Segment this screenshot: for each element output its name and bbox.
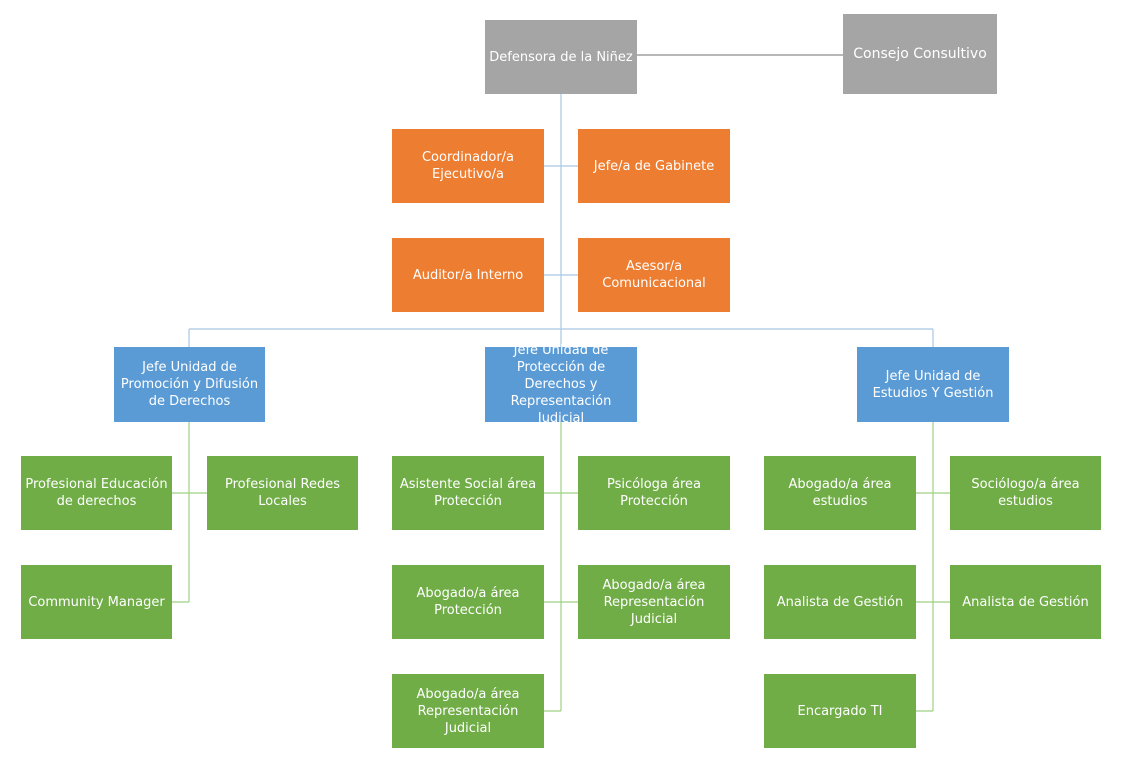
node-abogado-representacion-2-label: Abogado/a área Representación Judicial [416,686,520,736]
node-encargado-ti-label: Encargado TI [797,703,883,719]
node-jefe-proteccion-label: Jefe Unidad de Protección de Derechos y … [510,343,612,426]
node-auditor: Auditor/a Interno [392,238,544,312]
node-sociologo-label: Sociólogo/a área estudios [971,477,1080,509]
node-analista-gestion-1: Analista de Gestión [764,565,916,639]
node-asistente-social-label: Asistente Social área Protección [399,477,537,509]
node-psicologa: Psicóloga área Protección [578,456,730,530]
node-abogado-estudios-label: Abogado/a área estudios [788,477,892,509]
node-profesional-educacion: Profesional Educación de derechos [21,456,172,530]
node-defensora: Defensora de la Niñez [485,20,637,94]
node-jefe-estudios-label: Jefe Unidad de Estudios Y Gestión [872,368,994,401]
node-abogado-proteccion-label: Abogado/a área Protección [416,586,520,618]
node-coordinador-label: Coordinador/a Ejecutivo/a [421,150,515,182]
node-sociologo: Sociólogo/a área estudios [950,456,1101,530]
node-jefe-gabinete: Jefe/a de Gabinete [578,129,730,203]
node-abogado-representacion-1: Abogado/a área Representación Judicial [578,565,730,639]
node-defensora-label: Defensora de la Niñez [489,49,633,65]
node-consejo-consultivo: Consejo Consultivo [843,14,997,94]
node-gabinete-label: Jefe/a de Gabinete [593,158,715,174]
node-abogado-proteccion: Abogado/a área Protección [392,565,544,639]
node-consejo-label: Consejo Consultivo [853,45,987,62]
node-abogado-estudios: Abogado/a área estudios [764,456,916,530]
node-asistente-social: Asistente Social área Protección [392,456,544,530]
node-jefe-promocion: Jefe Unidad de Promoción y Difusión de D… [114,347,265,422]
node-auditor-label: Auditor/a Interno [412,267,524,283]
node-analista-gestion-1-label: Analista de Gestión [776,594,904,610]
node-encargado-ti: Encargado TI [764,674,916,748]
node-profesional-educacion-label: Profesional Educación de derechos [25,477,168,509]
node-psicologa-label: Psicóloga área Protección [606,477,701,509]
node-coordinador: Coordinador/a Ejecutivo/a [392,129,544,203]
node-profesional-redes-label: Profesional Redes Locales [225,477,340,509]
node-jefe-proteccion: Jefe Unidad de Protección de Derechos y … [485,343,637,426]
node-community-manager-label: Community Manager [28,594,165,610]
node-jefe-promocion-label: Jefe Unidad de Promoción y Difusión de D… [120,360,259,409]
node-abogado-representacion-1-label: Abogado/a área Representación Judicial [602,577,706,627]
node-community-manager: Community Manager [21,565,172,639]
node-asesor-label: Asesor/a Comunicacional [602,259,706,291]
node-jefe-estudios: Jefe Unidad de Estudios Y Gestión [857,347,1009,422]
node-analista-gestion-2-label: Analista de Gestión [962,594,1089,610]
node-analista-gestion-2: Analista de Gestión [950,565,1101,639]
node-profesional-redes: Profesional Redes Locales [207,456,358,530]
node-abogado-representacion-2: Abogado/a área Representación Judicial [392,674,544,748]
node-asesor: Asesor/a Comunicacional [578,238,730,312]
